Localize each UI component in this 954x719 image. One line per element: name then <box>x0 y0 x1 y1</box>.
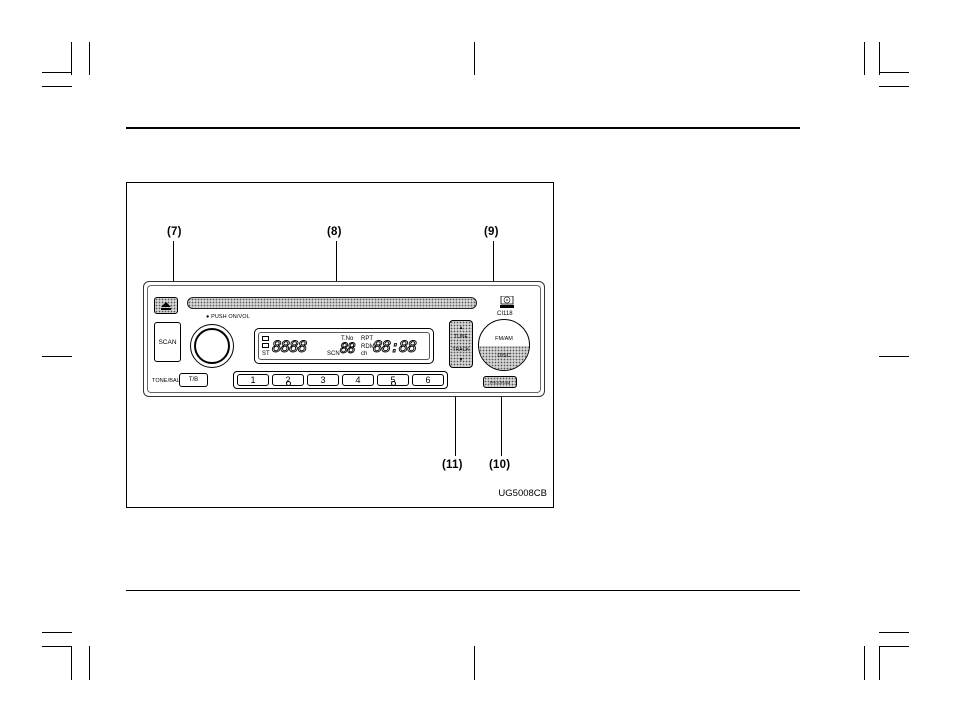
scan-button[interactable]: SCAN <box>154 322 181 362</box>
band-indicator-1 <box>262 336 269 341</box>
push-on-vol-label: ● PUSH ON/VOL <box>206 314 250 320</box>
channel-digits: 88 <box>340 341 357 358</box>
preset-dot-icon <box>286 381 291 386</box>
tune-up-arrow-icon: ▲ <box>458 325 464 331</box>
leader-8 <box>336 241 337 297</box>
compact-disc-logo-icon <box>500 296 514 308</box>
footer-rule <box>126 590 800 591</box>
volume-knob-ring <box>190 324 234 368</box>
header-rule <box>126 127 800 129</box>
callout-10: (10) <box>489 459 511 471</box>
leader-11 <box>455 358 456 456</box>
disc-label: DISC <box>497 353 511 359</box>
callout-8: (8) <box>327 226 342 238</box>
fm-am-label: FM/AM <box>495 336 513 342</box>
callout-7: (7) <box>167 226 182 238</box>
leader-7 <box>173 241 174 297</box>
stereo-indicator: ST <box>262 351 270 357</box>
preset-button-2[interactable]: 2 <box>272 374 304 386</box>
preset-dot-icon <box>391 381 396 386</box>
leader-10 <box>501 388 502 456</box>
eject-icon <box>161 301 171 310</box>
callout-11: (11) <box>442 459 463 471</box>
preset-button-5[interactable]: 5 <box>377 374 409 386</box>
channel-indicator: ch <box>361 351 368 357</box>
tone-bal-label: TONE/BAL <box>152 378 180 384</box>
repeat-indicator: RPT <box>361 336 373 342</box>
figure-code: UG5008CB <box>498 488 547 499</box>
tune-track-rocker[interactable]: ▲ TUNE TRACK ▼ <box>449 320 473 368</box>
car-radio: ● PUSH ON/VOL SCAN TONE/BAL T/B ST 8888 … <box>143 281 545 397</box>
model-label: CI118 <box>497 311 513 317</box>
cd-slot <box>187 297 477 309</box>
indicator-dot-icon: ● <box>206 314 210 320</box>
preset-buttons: 1 2 3 4 5 6 <box>233 371 448 389</box>
time-digits: 88:88 <box>373 337 418 356</box>
callout-9: (9) <box>484 226 499 238</box>
fm-am-disc-button[interactable]: FM/AM DISC <box>478 319 530 371</box>
track-number-indicator: T.No <box>341 336 354 342</box>
volume-knob[interactable] <box>194 328 230 364</box>
track-label: TRACK <box>452 347 470 353</box>
tune-down-arrow-icon: ▼ <box>458 357 464 363</box>
preset-button-6[interactable]: 6 <box>412 374 444 386</box>
tune-label: TUNE <box>454 334 468 340</box>
eject-button[interactable] <box>154 297 178 314</box>
lcd-display: ST 8888 T.No SCN 88 RPT RDM ch 88:88 <box>254 328 434 364</box>
scan-indicator: SCN <box>327 351 340 357</box>
preset-button-3[interactable]: 3 <box>307 374 339 386</box>
program-button[interactable]: PROGRAM <box>483 376 517 388</box>
preset-button-4[interactable]: 4 <box>342 374 374 386</box>
band-indicator-2 <box>262 343 269 348</box>
frequency-digits: 8888 <box>272 337 308 356</box>
random-indicator: RDM <box>361 344 375 350</box>
tb-button[interactable]: T/B <box>179 373 208 387</box>
radio-figure: (7) (8) (9) (11) (10) ● PUSH ON/VOL SCAN… <box>126 182 554 508</box>
preset-button-1[interactable]: 1 <box>237 374 269 386</box>
